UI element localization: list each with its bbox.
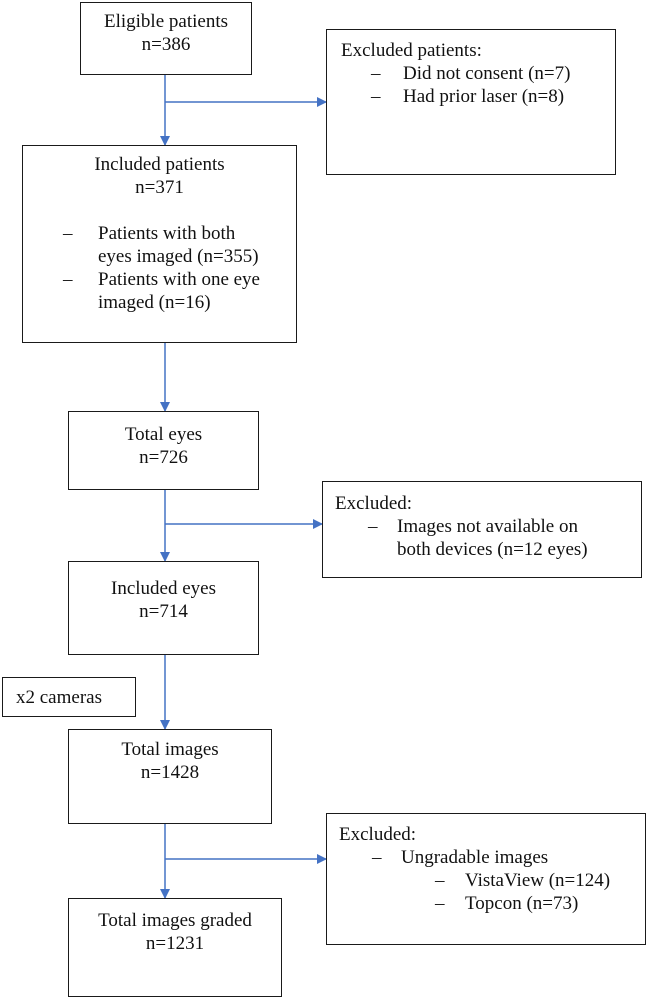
excluded-item-text: Had prior laser (n=8) (403, 86, 565, 107)
excluded-item-line: both devices (n=12 eyes) (397, 539, 588, 560)
bullet-dash: – (368, 516, 378, 537)
included-item-both-eyes: – Patients with both eyes imaged (n=355) (23, 222, 296, 268)
excluded-subitem-text: VistaView (n=124) (465, 870, 611, 891)
graded-title: Total images graded (98, 910, 252, 931)
bullet-dash: – (63, 269, 73, 290)
included-patients-title: Included patients (94, 154, 225, 175)
bullet-dash: – (372, 847, 382, 868)
cameras-label: x2 cameras (16, 687, 102, 708)
total-images-graded-box: Total images graded n=1231 (68, 898, 282, 997)
included-eyes-count: n=714 (139, 601, 188, 622)
graded-count: n=1231 (145, 933, 205, 954)
excluded-item-consent: – Did not consent (n=7) (341, 62, 615, 85)
excluded-subitem-text: Topcon (n=73) (465, 893, 579, 914)
excluded-eyes-box: Excluded: – Images not available on both… (322, 481, 642, 578)
included-item-line: Patients with one eye (98, 269, 260, 290)
bullet-dash: – (371, 63, 381, 84)
eligible-patients-box: Eligible patients n=386 (80, 2, 252, 75)
eligible-title: Eligible patients (103, 11, 228, 32)
excluded-images-title: Excluded: (339, 824, 417, 845)
included-item-line: imaged (n=16) (98, 292, 211, 313)
excluded-subitem-topcon: – Topcon (n=73) (339, 892, 645, 915)
bullet-dash: – (63, 223, 73, 244)
included-eyes-box: Included eyes n=714 (68, 561, 259, 655)
bullet-dash: – (435, 870, 445, 891)
cameras-label-box: x2 cameras (2, 677, 136, 717)
excluded-images-box: Excluded: – Ungradable images – VistaVie… (326, 813, 646, 945)
excluded-eyes-title: Excluded: (335, 493, 413, 514)
excluded-item-line: Images not available on (397, 516, 578, 537)
excluded-patients-title: Excluded patients: (341, 40, 482, 61)
excluded-item-text: Did not consent (n=7) (403, 63, 571, 84)
included-item-line: Patients with both (98, 223, 236, 244)
included-item-line: eyes imaged (n=355) (98, 246, 259, 267)
total-eyes-box: Total eyes n=726 (68, 411, 259, 490)
excluded-item-ungradable: – Ungradable images (339, 846, 645, 869)
bullet-dash: – (435, 893, 445, 914)
excluded-item-text: Ungradable images (401, 847, 549, 868)
eligible-count: n=386 (141, 34, 191, 55)
included-item-one-eye: – Patients with one eye imaged (n=16) (23, 268, 296, 314)
total-images-box: Total images n=1428 (68, 729, 272, 824)
included-patients-count: n=371 (135, 177, 184, 198)
total-eyes-count: n=726 (139, 447, 188, 468)
total-eyes-title: Total eyes (124, 424, 203, 445)
included-patients-box: Included patients n=371 – Patients with … (22, 145, 297, 343)
bullet-dash: – (371, 86, 381, 107)
included-eyes-title: Included eyes (111, 578, 216, 599)
excluded-item-not-available: – Images not available on both devices (… (335, 515, 641, 561)
total-images-count: n=1428 (140, 762, 200, 783)
excluded-subitem-vistaview: – VistaView (n=124) (339, 869, 645, 892)
excluded-patients-box: Excluded patients: – Did not consent (n=… (326, 29, 616, 175)
total-images-title: Total images (121, 739, 219, 760)
excluded-item-laser: – Had prior laser (n=8) (341, 85, 615, 108)
